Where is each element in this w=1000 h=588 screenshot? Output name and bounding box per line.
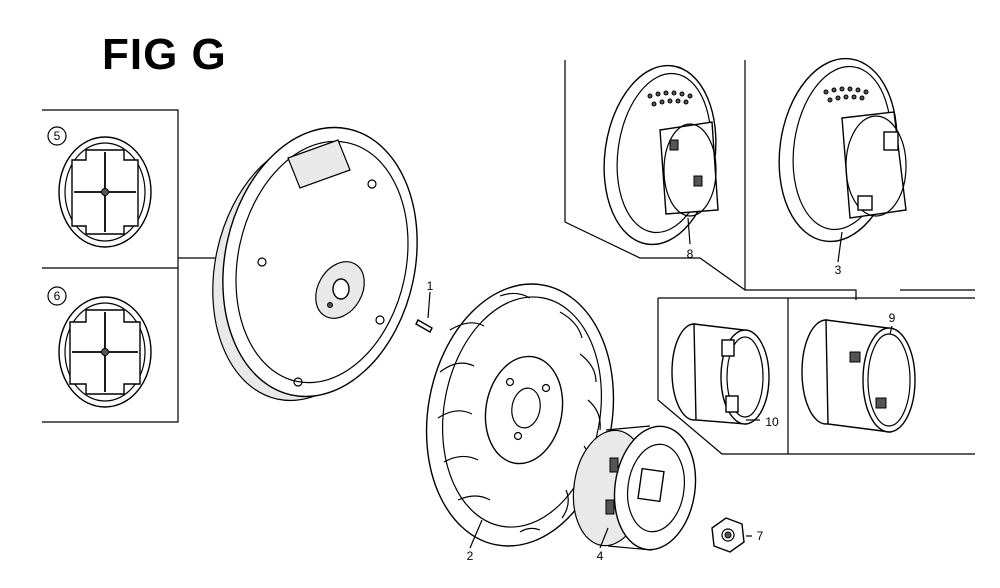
- callout-2-label: 2: [467, 549, 474, 563]
- inset-frame-upper-right: [564, 60, 975, 300]
- callout-6: 6: [47, 286, 67, 306]
- callout-3-label: 3: [835, 263, 842, 277]
- inset-frame-lower-right: [657, 297, 975, 455]
- callout-5-label: 5: [54, 129, 61, 143]
- callout-5: 5: [47, 126, 67, 146]
- flywheel-large: [212, 126, 418, 402]
- part-10-sleeve: 10: [671, 323, 779, 429]
- part-7-nut: 7: [711, 517, 764, 553]
- part-1-key: 1: [415, 279, 434, 333]
- callout-8-label: 8: [687, 247, 694, 261]
- callout-6-label: 6: [54, 289, 61, 303]
- part-6-drawing: [58, 296, 152, 408]
- callout-9-label: 9: [889, 311, 896, 325]
- figure-title: FIG G: [102, 30, 227, 79]
- part-3-pulley-cover: 3: [778, 57, 907, 277]
- callout-7-label: 7: [757, 529, 764, 543]
- part-2-cooling-fan: 2: [425, 283, 615, 563]
- part-9-sleeve: 9: [801, 311, 916, 433]
- part-4-starter-pulley: 4: [572, 425, 697, 563]
- callout-1-label: 1: [427, 279, 434, 293]
- part-8-pulley-cover: 8: [603, 64, 719, 261]
- callout-10-label: 10: [765, 415, 779, 429]
- callout-4-label: 4: [597, 549, 604, 563]
- part-5-drawing: [58, 136, 152, 248]
